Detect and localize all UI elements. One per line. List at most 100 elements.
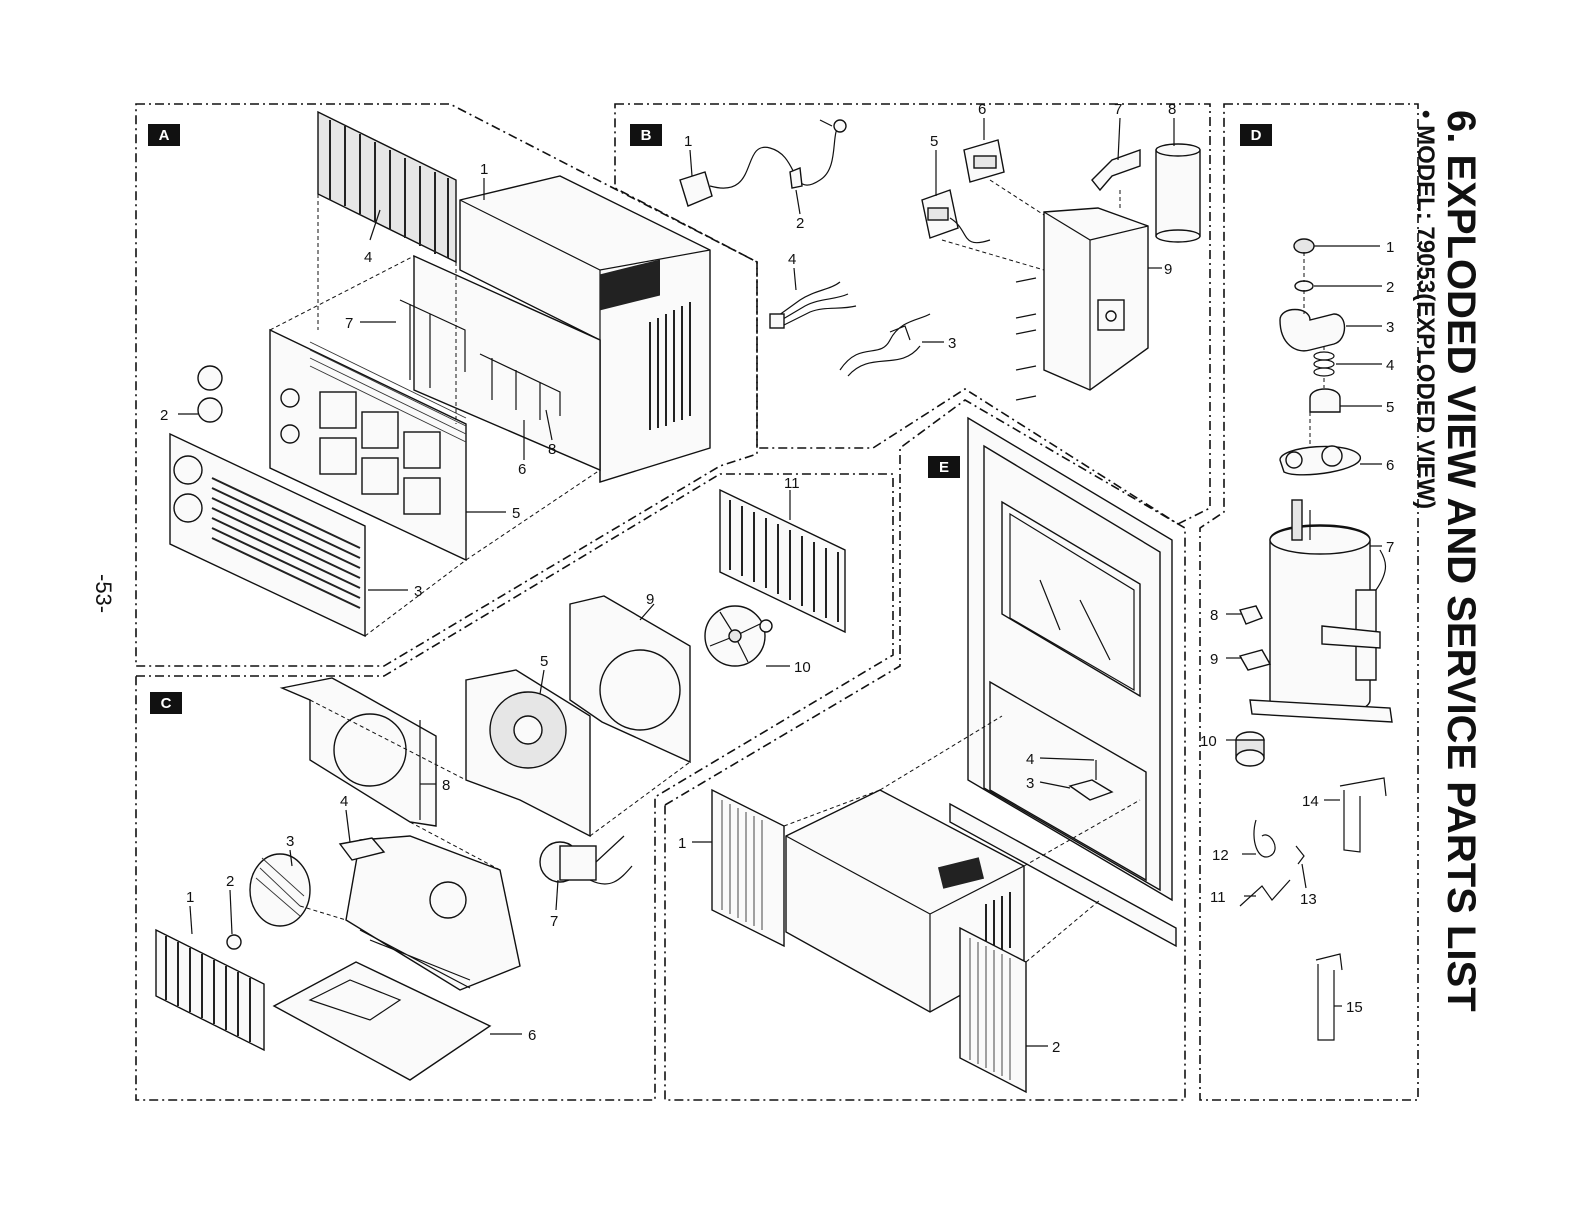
callout-c-1: 1 xyxy=(186,889,194,906)
thermostat xyxy=(964,140,1004,182)
callout-a-5: 5 xyxy=(512,505,520,522)
callout-a-7: 7 xyxy=(345,315,353,332)
callout-d-4: 4 xyxy=(1386,357,1394,374)
callout-d-10: 10 xyxy=(1200,733,1217,750)
fan-motor xyxy=(540,836,632,884)
fan-nut xyxy=(760,620,772,632)
overload-spring xyxy=(1314,352,1334,376)
callout-c-3: 3 xyxy=(286,833,294,850)
model-subtitle: • MODEL: 79053(EXPLODED VIEW) xyxy=(1412,110,1439,509)
section-e-badge: E xyxy=(928,456,960,478)
compressor-grommet xyxy=(1236,732,1264,766)
terminal-washer xyxy=(1295,281,1313,291)
callout-d-9: 9 xyxy=(1210,651,1218,668)
callout-b-7: 7 xyxy=(1114,101,1122,118)
callout-c-7: 7 xyxy=(550,913,558,930)
callout-d-8: 8 xyxy=(1210,607,1218,624)
callout-d-11: 11 xyxy=(1210,889,1226,906)
tube-part-13 xyxy=(1296,846,1304,864)
section-e-letter: E xyxy=(939,459,949,476)
callout-e-2: 2 xyxy=(1052,1039,1060,1056)
callout-c-8: 8 xyxy=(442,777,450,794)
callout-d-14: 14 xyxy=(1302,793,1319,810)
cord-clamp xyxy=(790,168,802,188)
capacitor-strap xyxy=(1092,150,1140,190)
callout-b-4: 4 xyxy=(788,251,796,268)
section-a-badge: A xyxy=(148,124,180,146)
section-c-badge: C xyxy=(150,692,182,714)
overload-protector xyxy=(1310,389,1340,412)
chassis-bulkhead xyxy=(346,836,520,990)
control-knob-lower xyxy=(198,398,222,422)
callout-a-7-right: 8 xyxy=(548,441,556,458)
tube-part-14 xyxy=(1340,778,1386,852)
section-c-letter: C xyxy=(161,695,172,712)
run-capacitor xyxy=(1156,144,1200,242)
tube-part-11 xyxy=(1240,880,1290,906)
callout-d-12: 12 xyxy=(1212,847,1229,864)
compressor-nut xyxy=(1240,606,1262,624)
callout-c-10: 10 xyxy=(794,659,811,676)
section-a-letter: A xyxy=(159,127,170,144)
callout-b-6: 6 xyxy=(978,101,986,118)
control-box xyxy=(1044,208,1148,390)
callout-a-2: 2 xyxy=(160,407,168,424)
terminal-cover-cap xyxy=(1294,239,1314,253)
callout-d-1: 1 xyxy=(1386,239,1394,256)
callout-b-1: 1 xyxy=(684,133,692,150)
air-filter xyxy=(318,112,456,262)
section-b-drawing: 1 2 3 4 5 6 7 8 9 xyxy=(680,101,1200,400)
side-curtain-left xyxy=(712,790,784,946)
callout-e-3: 3 xyxy=(1026,775,1034,792)
callout-e-1: 1 xyxy=(678,835,686,852)
compressor xyxy=(1250,500,1392,722)
callout-a-6: 6 xyxy=(518,461,526,478)
callout-d-3: 3 xyxy=(1386,319,1394,336)
callout-c-6: 6 xyxy=(528,1027,536,1044)
callout-b-2: 2 xyxy=(796,215,804,232)
page-title: 6. EXPLODED VIEW AND SERVICE PARTS LIST xyxy=(1439,110,1483,1012)
control-knob-upper xyxy=(198,366,222,390)
page-number: -53- xyxy=(91,574,116,613)
callout-e-4: 4 xyxy=(1026,751,1034,768)
callout-d-2: 2 xyxy=(1386,279,1394,296)
evaporator-coil xyxy=(156,930,264,1050)
callout-c-11: 11 xyxy=(784,475,800,492)
tube-part-12 xyxy=(1254,820,1275,857)
wire-harness-plug xyxy=(770,282,856,328)
section-b-badge: B xyxy=(630,124,662,146)
condenser-fan xyxy=(705,606,765,666)
callout-b-5: 5 xyxy=(930,133,938,150)
callout-a-1: 1 xyxy=(480,161,488,178)
rotated-title: 6. EXPLODED VIEW AND SERVICE PARTS LIST … xyxy=(1412,110,1483,1012)
blower-wheel xyxy=(250,854,310,926)
section-d-drawing: 1 2 3 4 5 6 7 8 9 10 11 12 13 14 15 xyxy=(1200,239,1394,1040)
callout-d-13: 13 xyxy=(1300,891,1317,908)
callout-c-4: 4 xyxy=(340,793,348,810)
blower-nut xyxy=(227,935,241,949)
callout-d-6: 6 xyxy=(1386,457,1394,474)
callout-c-9: 9 xyxy=(646,591,654,608)
callout-d-7: 7 xyxy=(1386,539,1394,556)
callout-b-3: 3 xyxy=(948,335,956,352)
power-cord xyxy=(680,120,846,206)
compressor-washer xyxy=(1240,650,1270,670)
section-a-drawing: 1 2 3 4 5 6 8 7 xyxy=(160,112,710,636)
callout-a-4: 4 xyxy=(364,249,372,266)
selector-switch xyxy=(922,190,990,243)
section-b-letter: B xyxy=(641,127,652,144)
callout-b-8: 8 xyxy=(1168,101,1176,118)
callout-c-5: 5 xyxy=(540,653,548,670)
upper-partition xyxy=(282,678,436,826)
callout-a-3: 3 xyxy=(414,583,422,600)
tube-part-15 xyxy=(1316,954,1342,1040)
section-d-badge: D xyxy=(1240,124,1272,146)
callout-d-15: 15 xyxy=(1346,999,1363,1016)
callout-b-9: 9 xyxy=(1164,261,1172,278)
section-d-letter: D xyxy=(1251,127,1262,144)
mounting-screws xyxy=(1016,278,1036,400)
callout-c-2: 2 xyxy=(226,873,234,890)
callout-d-5: 5 xyxy=(1386,399,1394,416)
terminal-cover xyxy=(1280,310,1345,351)
